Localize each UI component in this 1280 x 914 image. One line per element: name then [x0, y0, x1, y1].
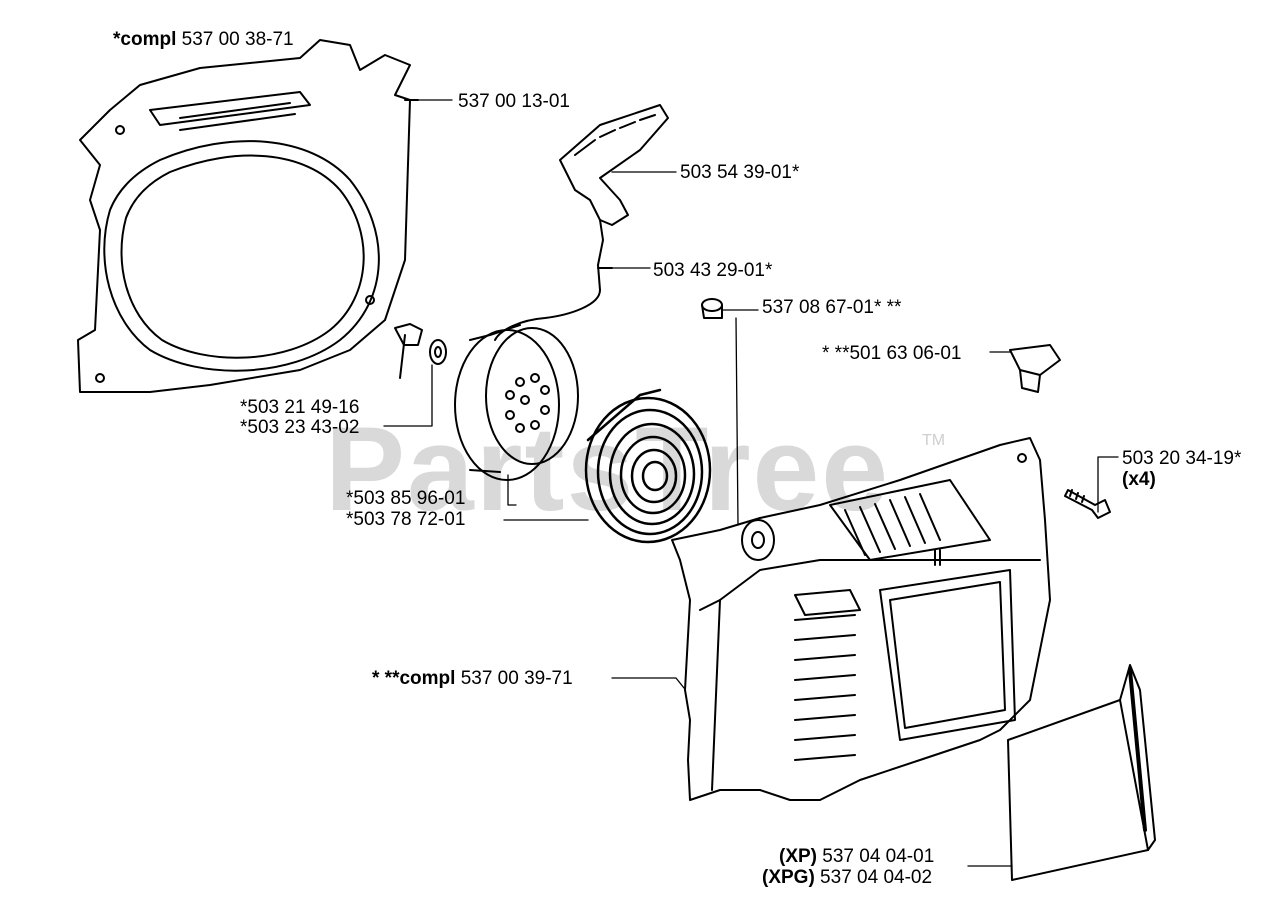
starter-handle	[559, 104, 669, 291]
cover-screw	[1064, 489, 1111, 519]
label-washer: *503 23 43-02	[240, 417, 360, 438]
label-handle: 503 54 39-01*	[680, 162, 800, 183]
grommet	[1009, 344, 1061, 393]
label-pulley: *503 85 96-01	[346, 488, 466, 509]
recoil-spring	[584, 388, 712, 544]
label-screw-b-qty: (x4)	[1122, 469, 1156, 490]
starter-cover	[671, 437, 1051, 801]
screw-and-washer	[394, 323, 447, 379]
leader-lines	[383, 99, 1119, 867]
label-screw-b: 503 20 34-19*	[1122, 448, 1242, 469]
label-spring: *503 78 72-01	[346, 509, 466, 530]
label-decal-xp: (XP) 537 04 04-01	[779, 847, 934, 867]
label-decal-xpg-prefix: (XPG)	[762, 867, 815, 888]
label-bushing: 537 08 67-01* **	[762, 297, 902, 318]
trademark-mark: TM	[922, 432, 946, 449]
label-decal-xp-part: 537 04 04-01	[817, 846, 935, 867]
label-housing-compl-prefix: *compl	[113, 29, 177, 50]
decal	[1007, 664, 1156, 881]
bushing	[701, 298, 723, 319]
label-screw-a: *503 21 49-16	[240, 397, 360, 418]
label-decal-xpg: (XPG) 537 04 04-02	[762, 868, 932, 888]
starter-pulley	[454, 324, 579, 481]
fan-housing	[77, 39, 419, 393]
label-cover-compl-prefix: * **compl	[372, 668, 456, 689]
label-housing-compl: *compl 537 00 38-71	[113, 30, 294, 50]
label-cover-compl: * **compl 537 00 39-71	[372, 669, 573, 689]
label-housing-compl-part: 537 00 38-71	[176, 29, 294, 50]
label-decal-xp-prefix: (XP)	[779, 846, 817, 867]
label-decal-xpg-part: 537 04 04-02	[814, 867, 933, 888]
label-cord: 503 43 29-01*	[653, 260, 773, 281]
label-housing: 537 00 13-01	[458, 91, 570, 112]
label-cover-compl-part: 537 00 39-71	[455, 668, 573, 689]
label-grommet: * **501 63 06-01	[822, 343, 962, 364]
